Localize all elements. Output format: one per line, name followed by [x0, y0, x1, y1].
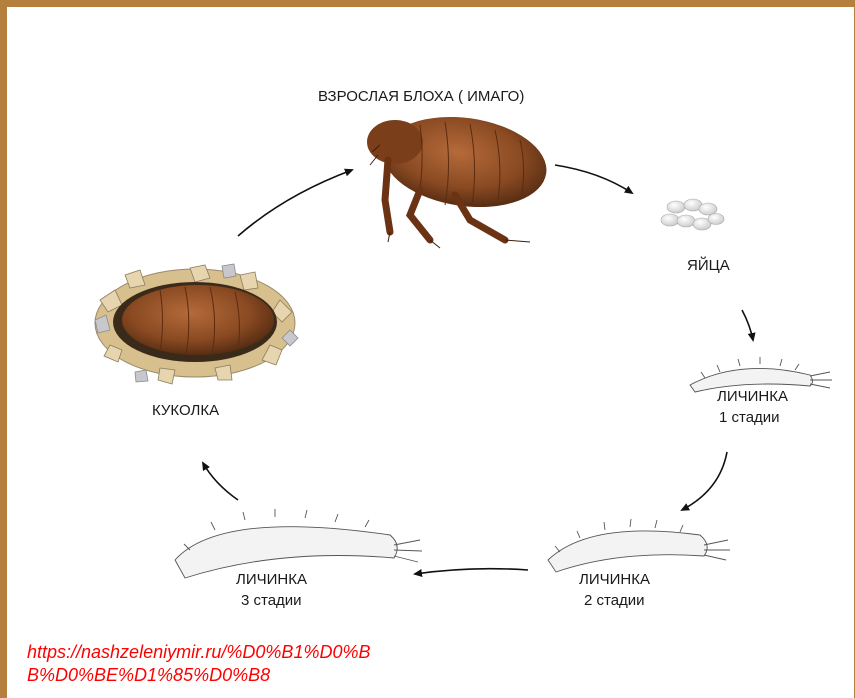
stage-label-adult: ВЗРОСЛАЯ БЛОХА ( ИМАГО): [318, 87, 524, 107]
stage-label-larva1: ЛИЧИНКА: [717, 387, 788, 407]
arrow-larva1-to-larva2: [682, 452, 727, 510]
arrow-pupa-to-adult: [238, 170, 352, 236]
source-url-line-2: B%D0%BE%D1%85%D0%B8: [27, 664, 270, 686]
stage-label-pupa: КУКОЛКА: [152, 401, 219, 421]
stage-label-larva3: ЛИЧИНКА: [236, 570, 307, 590]
stage-sublabel-larva1: 1 стадии: [719, 408, 780, 428]
larva-2-illustration: [548, 519, 730, 572]
stage-sublabel-larva3: 3 стадии: [241, 591, 302, 611]
stage-label-eggs: ЯЙЦА: [687, 256, 730, 276]
adult-flea-illustration: [367, 107, 552, 248]
larva-3-illustration: [175, 509, 422, 578]
arrow-eggs-to-larva1: [742, 310, 753, 340]
source-url-line-1: https://nashzeleniymir.ru/%D0%B1%D0%B: [27, 641, 370, 663]
arrow-adult-to-eggs: [555, 165, 632, 193]
eggs-illustration: [661, 199, 724, 230]
stage-sublabel-larva2: 2 стадии: [584, 591, 645, 611]
arrow-larva2-to-larva3: [415, 569, 528, 574]
pupa-illustration: [95, 264, 298, 384]
arrow-larva3-to-pupa: [203, 463, 238, 500]
stage-label-larva2: ЛИЧИНКА: [579, 570, 650, 590]
